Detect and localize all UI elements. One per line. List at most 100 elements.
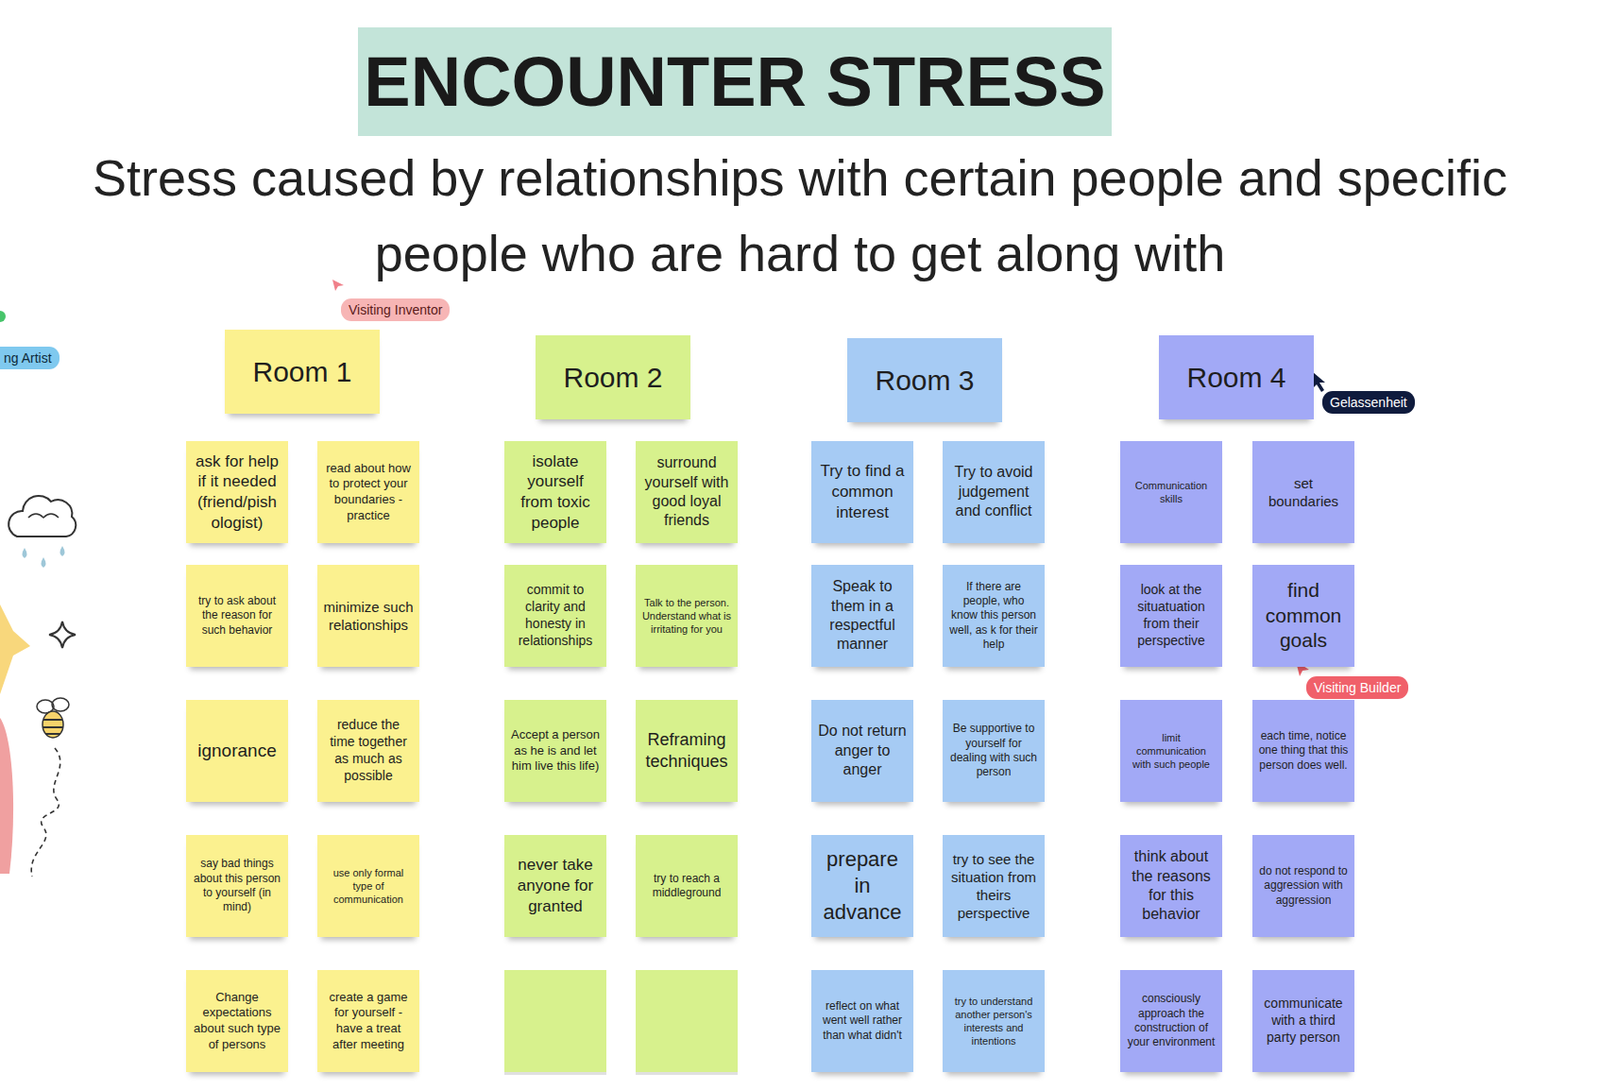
sticky-note: ignorance xyxy=(186,699,289,802)
sticky-note: do not respond to aggression with aggres… xyxy=(1252,834,1355,937)
room-header: Room 4 xyxy=(1158,335,1314,420)
sticky-note: look at the situatuation from their pers… xyxy=(1120,564,1223,667)
rain-drop xyxy=(60,545,66,557)
sticky-note: try to ask about the reason for such beh… xyxy=(186,564,289,667)
note-text: look at the situatuation from their pers… xyxy=(1125,581,1217,650)
note-text: minimize such relationships xyxy=(323,597,414,634)
sticky-note: use only formal type of communication xyxy=(317,834,420,937)
note-text: try to see the situation from theirs per… xyxy=(948,850,1039,923)
note-text: use only formal type of communication xyxy=(323,866,414,906)
sticky-note: consciously approach the construction of… xyxy=(1120,970,1223,1073)
note-text: Be supportive to yourself for dealing wi… xyxy=(948,721,1039,780)
sticky-note: Communication skills xyxy=(1120,441,1223,544)
note-text: Accept a person as he is and let him liv… xyxy=(510,727,601,775)
sticky-note: create a game for yourself - have a trea… xyxy=(317,970,420,1073)
room-title: Room 3 xyxy=(852,364,997,396)
sticky-note: read about how to protect your boundarie… xyxy=(317,441,420,544)
sticky-note: prepare in advance xyxy=(811,834,914,937)
note-text: commit to clarity and honesty in relatio… xyxy=(510,581,601,650)
sticky-note: try to understand another person's inter… xyxy=(942,970,1045,1073)
sticky-note: communicate with a third party person xyxy=(1252,970,1355,1073)
sticky-note: try to see the situation from theirs per… xyxy=(942,834,1045,937)
bee-wing xyxy=(51,697,69,712)
note-text: Communication skills xyxy=(1125,478,1217,506)
note-text: consciously approach the construction of… xyxy=(1125,991,1217,1050)
note-text: reduce the time together as much as poss… xyxy=(323,716,414,785)
figure-shape xyxy=(0,717,14,874)
board-title: ENCOUNTER STRESS xyxy=(357,27,1111,137)
sticky-note: each time, notice one thing that this pe… xyxy=(1252,699,1355,802)
note-text: If there are people, who know this perso… xyxy=(948,579,1039,653)
note-text: try to reach a middleground xyxy=(641,871,732,902)
note-text: find common goals xyxy=(1258,578,1349,655)
room-title: Room 1 xyxy=(230,356,375,388)
note-text: read about how to protect your boundarie… xyxy=(323,460,414,525)
cloud-scribble xyxy=(28,513,59,518)
sticky-note: reduce the time together as much as poss… xyxy=(317,699,420,802)
room-header: Room 2 xyxy=(535,335,691,420)
dot xyxy=(0,310,6,323)
note-text: think about the reasons for this behavio… xyxy=(1125,847,1217,925)
sticky-note: Accept a person as he is and let him liv… xyxy=(504,699,607,802)
room-title: Room 2 xyxy=(541,361,685,393)
note-text: Speak to them in a respectful manner xyxy=(817,577,908,655)
bee-stripes xyxy=(42,719,64,734)
sticky-note: limit communication with such people xyxy=(1120,699,1223,802)
sticky-note: If there are people, who know this perso… xyxy=(942,564,1045,667)
sticky-note: minimize such relationships xyxy=(317,564,420,667)
note-text: try to ask about the reason for such beh… xyxy=(191,594,283,638)
sticky-note: Do not return anger to anger xyxy=(811,699,914,802)
rain-drop xyxy=(41,557,47,568)
room-title: Room 4 xyxy=(1164,361,1309,393)
sticky-note: set boundaries xyxy=(1252,441,1355,544)
note-text: ask for help if it needed (friend/pish o… xyxy=(191,451,283,534)
note-text: Try to find a common interest xyxy=(817,460,908,523)
subtitle: Stress caused by relationships with cert… xyxy=(9,139,1591,291)
sticky-note: think about the reasons for this behavio… xyxy=(1120,834,1223,937)
sticky-note: Speak to them in a respectful manner xyxy=(811,564,914,667)
note-text: communicate with a third party person xyxy=(1258,995,1349,1047)
blank-sticky xyxy=(504,970,607,1073)
note-text: isolate yourself from toxic people xyxy=(510,451,601,534)
sticky-note: Try to avoid judgement and conflict xyxy=(942,441,1045,544)
blank-sticky xyxy=(635,970,738,1073)
note-text: limit communication with such people xyxy=(1125,731,1217,771)
note-text: each time, notice one thing that this pe… xyxy=(1258,729,1349,773)
note-text: Try to avoid judgement and conflict xyxy=(948,462,1039,521)
note-text: say bad things about this person to your… xyxy=(191,856,283,915)
star-shape xyxy=(0,604,31,695)
sticky-note: isolate yourself from toxic people xyxy=(504,441,607,544)
cursor-tag: Visiting Inventor xyxy=(340,298,450,322)
note-text: prepare in advance xyxy=(817,846,908,926)
sticky-note: find common goals xyxy=(1252,564,1355,667)
sticky-note: ask for help if it needed (friend/pish o… xyxy=(186,441,289,544)
sticky-note: Be supportive to yourself for dealing wi… xyxy=(942,699,1045,802)
room-header: Room 3 xyxy=(847,338,1003,423)
rain-drop xyxy=(22,547,28,559)
sticky-note: Change expectations about such type of p… xyxy=(186,970,289,1073)
cursor-tag: Gelassenheit xyxy=(1322,391,1415,414)
sticky-note: never take anyone for granted xyxy=(504,834,607,937)
cursor-tag: ng Artist xyxy=(0,346,60,370)
note-text: never take anyone for granted xyxy=(510,854,601,917)
sticky-note: Try to find a common interest xyxy=(811,441,914,544)
room-header: Room 1 xyxy=(224,329,380,414)
sticky-note: Talk to the person. Understand what is i… xyxy=(635,564,738,667)
sticky-note: reflect on what went well rather than wh… xyxy=(811,970,914,1073)
note-text: surround yourself with good loyal friend… xyxy=(641,453,732,531)
note-text: Talk to the person. Understand what is i… xyxy=(641,595,732,636)
sticky-note: surround yourself with good loyal friend… xyxy=(635,441,738,544)
note-text: Reframing techniques xyxy=(641,729,732,773)
sticky-note: say bad things about this person to your… xyxy=(186,834,289,937)
cursor-arrow xyxy=(332,279,344,291)
note-text: create a game for yourself - have a trea… xyxy=(323,989,414,1054)
note-text: Change expectations about such type of p… xyxy=(191,989,283,1054)
note-text: ignorance xyxy=(191,739,283,763)
note-text: do not respond to aggression with aggres… xyxy=(1258,864,1349,908)
cursor-arrow xyxy=(1312,372,1326,392)
note-text: reflect on what went well rather than wh… xyxy=(817,999,908,1043)
sparkle-icon xyxy=(49,621,76,648)
cursor-tag: Visiting Builder xyxy=(1306,676,1409,699)
note-text: set boundaries xyxy=(1258,474,1349,511)
